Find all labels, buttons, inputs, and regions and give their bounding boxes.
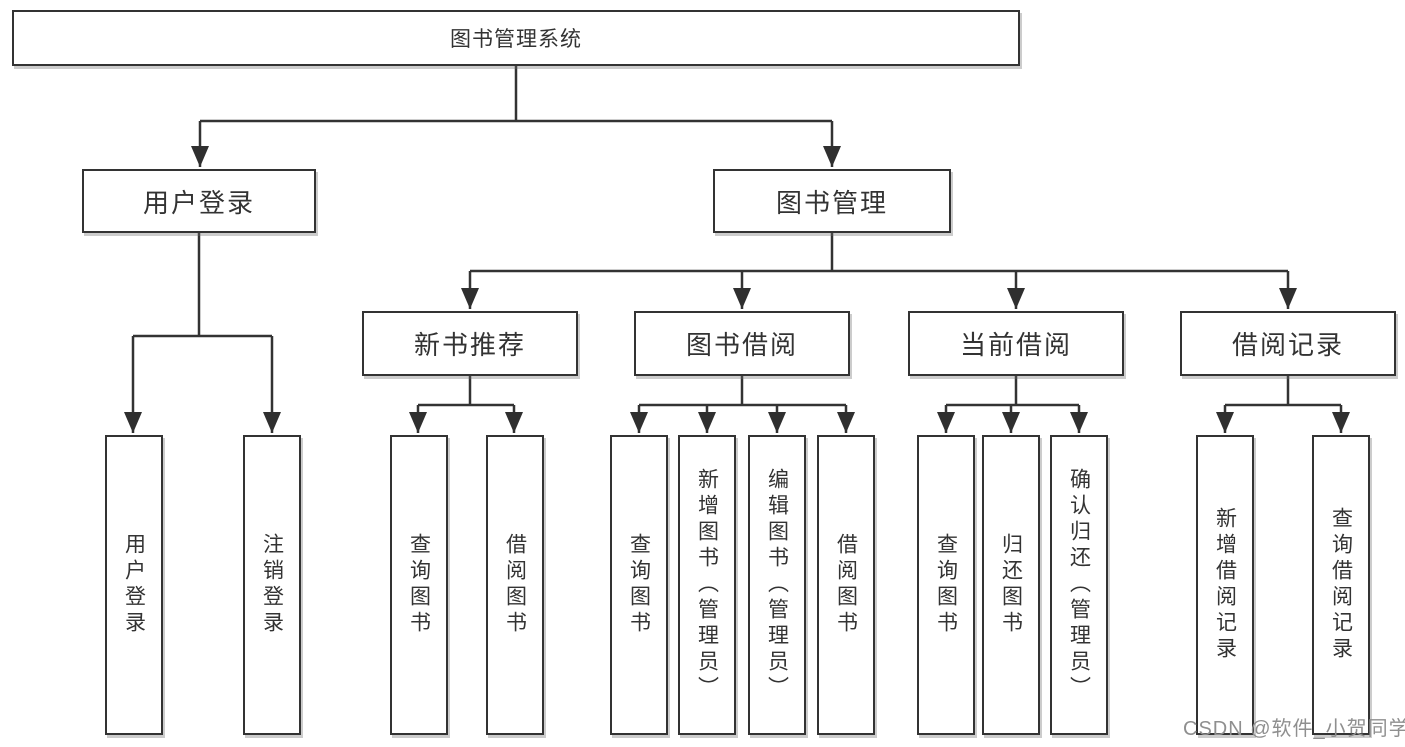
node-current-borrowing: 当前借阅	[908, 311, 1124, 376]
leaf-edit-books-admin: 编辑图书（管理员）	[748, 435, 806, 735]
node-new-book-recommend: 新书推荐	[362, 311, 578, 376]
leaf-return-books: 归还图书	[982, 435, 1040, 735]
leaf-user-login: 用户登录	[105, 435, 163, 735]
leaf-query-books-borrowing: 查询图书	[610, 435, 668, 735]
csdn-watermark: CSDN @软件_小贺同学	[1183, 718, 1405, 740]
node-library-system: 图书管理系统	[12, 10, 1020, 66]
node-book-borrowing: 图书借阅	[634, 311, 850, 376]
node-borrow-records: 借阅记录	[1180, 311, 1396, 376]
leaf-query-books-recommend: 查询图书	[390, 435, 448, 735]
leaf-borrow-books-recommend: 借阅图书	[486, 435, 544, 735]
node-user-login: 用户登录	[82, 169, 316, 233]
leaf-add-books-admin: 新增图书（管理员）	[678, 435, 736, 735]
leaf-query-books-current: 查询图书	[917, 435, 975, 735]
leaf-logout: 注销登录	[243, 435, 301, 735]
leaf-confirm-return-admin: 确认归还（管理员）	[1050, 435, 1108, 735]
leaf-borrow-books: 借阅图书	[817, 435, 875, 735]
node-book-management: 图书管理	[713, 169, 951, 233]
leaf-add-borrow-record: 新增借阅记录	[1196, 435, 1254, 735]
leaf-query-borrow-record: 查询借阅记录	[1312, 435, 1370, 735]
